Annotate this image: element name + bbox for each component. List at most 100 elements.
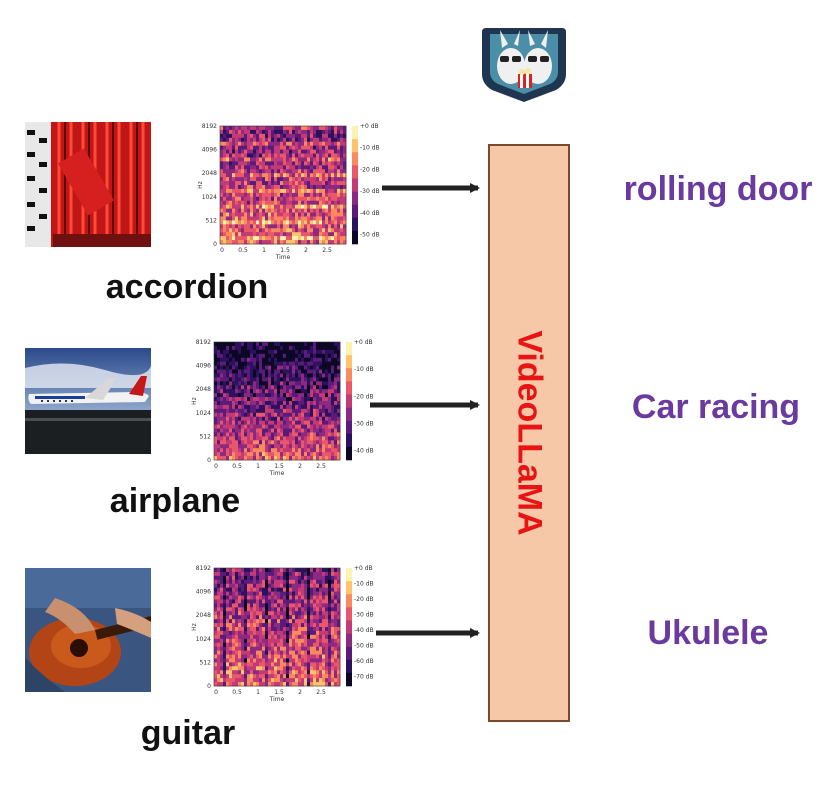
spectrogram-cell [286, 666, 290, 671]
spectrogram-cell [316, 157, 320, 162]
spectrogram-cell [226, 232, 230, 237]
spectrogram-cell [268, 377, 272, 382]
spectrogram-cell [238, 185, 242, 190]
spectrogram-cell [334, 587, 338, 592]
spectrogram-cell [259, 571, 263, 577]
spectrogram-cell [310, 161, 314, 166]
spectrogram-cell [277, 188, 281, 194]
spectrogram-cell [277, 177, 281, 182]
spectrogram-cell [223, 365, 227, 370]
spectrogram-cell [244, 228, 248, 233]
spectrogram-cell [277, 181, 281, 186]
spectrogram-cell [256, 385, 260, 390]
spectrogram-cell [328, 157, 332, 162]
spectrogram-cell [280, 377, 284, 382]
spectrogram-cell [268, 428, 272, 433]
spectrogram-cell [316, 228, 320, 233]
spectrogram-cell [331, 611, 335, 616]
spectrogram-cell [268, 408, 272, 414]
spectrogram-cell [265, 126, 269, 131]
spectrogram-cell [256, 188, 260, 194]
spectrogram-cell [229, 401, 233, 406]
spectrogram-cell [223, 145, 227, 150]
spectrogram-cell [268, 607, 272, 612]
spectrogram-cell [223, 627, 227, 632]
spectrogram-cell [277, 568, 281, 573]
spectrogram-cell [256, 615, 260, 620]
spectrogram-cell [226, 416, 230, 422]
spectrogram-cell [328, 173, 332, 178]
spectrogram-cell [232, 452, 236, 457]
spectrogram-cell [241, 568, 245, 573]
spectrogram-cell [274, 216, 278, 221]
spectrogram-cell [256, 416, 260, 422]
spectrogram-cell [343, 212, 347, 217]
spectrogram-cell [235, 568, 239, 573]
spectrogram-cell [244, 200, 248, 206]
spectrogram-cell [319, 630, 323, 636]
spectrogram-cell [253, 373, 257, 378]
spectrogram-cell [238, 666, 242, 671]
spectrogram-cell [244, 436, 248, 441]
spectrogram-cell [268, 583, 272, 589]
spectrogram-cell [223, 615, 227, 620]
spectrogram-cell [331, 129, 335, 135]
spectrogram-cell [262, 420, 266, 425]
spectrogram-cell [292, 568, 296, 573]
spectrogram-cell [238, 638, 242, 644]
spectrogram-cell [244, 240, 248, 245]
spectrogram-cell [241, 408, 245, 414]
spectrogram-cell [298, 571, 302, 577]
spectrogram-cell [274, 397, 278, 402]
spectrogram-cell [238, 369, 242, 374]
spectrogram-cell [274, 373, 278, 378]
spectrogram-cell [271, 595, 275, 600]
spectrogram-cell [313, 212, 317, 217]
spectrogram-cell [265, 432, 269, 437]
spectrogram-cell [226, 436, 230, 441]
x-axis-label: Time [275, 254, 291, 261]
spectrogram-cell [223, 623, 227, 628]
spectrogram-cell [256, 627, 260, 632]
spectrogram-cell [238, 595, 242, 600]
spectrogram-cell [241, 381, 245, 386]
spectrogram-cell [337, 169, 341, 174]
spectrogram-cell [283, 646, 287, 651]
spectrogram-cell [217, 452, 221, 457]
spectrogram-cell [226, 212, 230, 217]
spectrogram-cell [313, 232, 317, 237]
spectrogram-cell [244, 404, 248, 410]
spectrogram-cell [298, 662, 302, 667]
spectrogram-cell [337, 361, 341, 366]
spectrogram-cell [337, 224, 341, 229]
spectrogram-cell [271, 603, 275, 608]
spectrogram-cell [235, 204, 239, 209]
spectrogram-cell [235, 240, 239, 245]
spectrogram-cell [256, 389, 260, 394]
spectrogram-cell [247, 228, 251, 233]
spectrogram-cell [277, 137, 281, 143]
spectrogram-cell [325, 428, 329, 433]
spectrogram-cell [229, 571, 233, 577]
spectrogram-cell [220, 165, 224, 170]
spectrogram-cell [238, 169, 242, 174]
spectrogram-cell [220, 587, 224, 592]
spectrogram-cell [226, 432, 230, 437]
spectrogram-cell [244, 607, 248, 612]
spectrogram-cell [286, 670, 290, 675]
spectrogram-cell [334, 646, 338, 651]
spectrogram-cell [232, 611, 236, 616]
spectrogram-cell [277, 627, 281, 632]
spectrogram-cell [283, 416, 287, 422]
spectrogram-cell [322, 361, 326, 366]
spectrogram-cell [259, 126, 263, 131]
spectrogram-cell [277, 401, 281, 406]
spectrogram-cell [334, 200, 338, 206]
spectrogram-cell [304, 133, 308, 139]
spectrogram-cell [319, 662, 323, 667]
spectrogram-cell [295, 212, 299, 217]
spectrogram-cell [304, 575, 308, 581]
spectrogram-cell [214, 587, 218, 592]
spectrogram-cell [325, 666, 329, 671]
